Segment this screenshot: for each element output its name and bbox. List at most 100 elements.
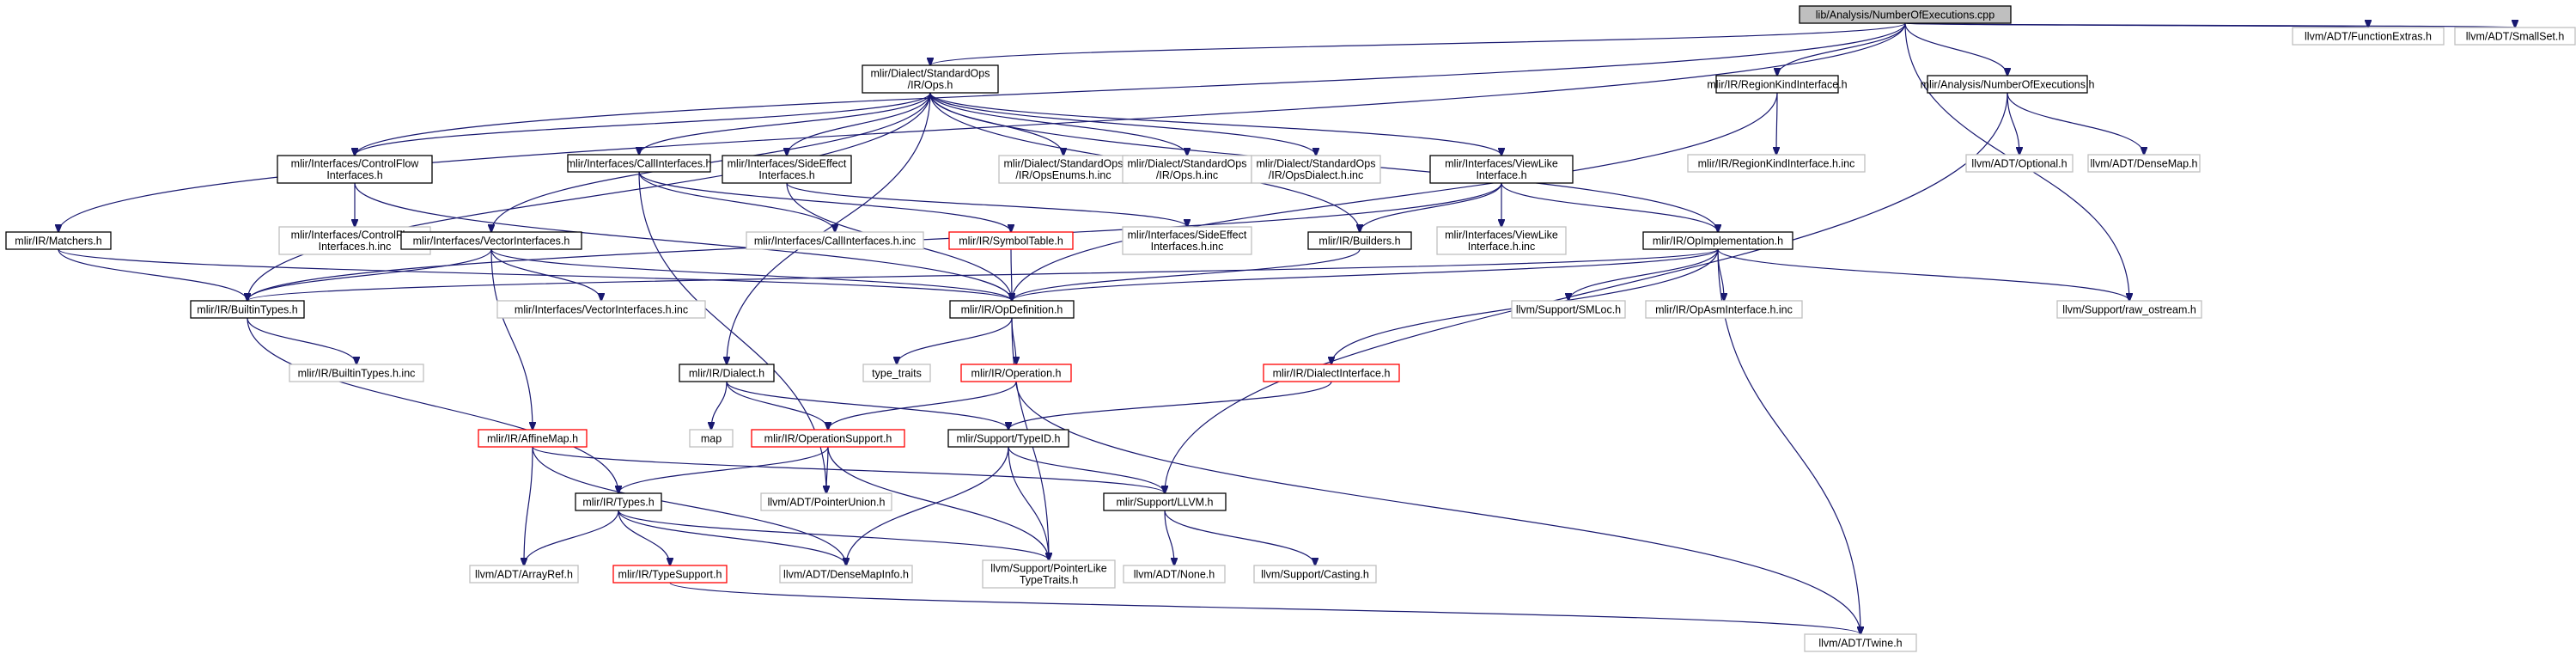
node-box [190,300,305,319]
edge-builders-to-opdef [1012,248,1361,301]
node-regionkindinc: mlir/IR/RegionKindInterface.h.inc [1687,154,1866,173]
node-box [949,300,1075,319]
node-opsdialect: mlir/Dialect/StandardOps/IR/OpsDialect.h… [1251,155,1381,184]
node-label: mlir/Dialect/StandardOps [1004,158,1124,170]
node-typesupport[interactable]: mlir/IR/TypeSupport.h [612,565,728,584]
node-opimpl[interactable]: mlir/IR/OpImplementation.h [1642,231,1793,250]
node-symboltable[interactable]: mlir/IR/SymbolTable.h [948,231,1074,250]
edge-ops-to-builtintypes [247,92,931,301]
edge-types-to-typesupport [618,510,670,565]
node-numexec[interactable]: mlir/Analysis/NumberOfExecutions.h [1921,75,2095,94]
node-densemap: llvm/ADT/DenseMap.h [2087,154,2201,173]
edge-arrow [2007,92,2019,155]
node-funcextras: llvm/ADT/FunctionExtras.h [2292,27,2445,46]
node-root[interactable]: lib/Analysis/NumberOfExecutions.cpp [1799,5,2012,24]
node-label: /IR/OpsDialect.h.inc [1269,169,1363,181]
node-typetraits: type_traits [862,364,931,382]
edge-operation-to-opsupport [828,381,1017,430]
node-box [1927,75,2088,94]
node-label: /IR/Ops.h [908,79,953,91]
edge-dialect-to-opsupport [726,381,828,430]
node-operation[interactable]: mlir/IR/Operation.h [960,364,1072,382]
node-twine: llvm/ADT/Twine.h [1804,633,1917,652]
edge-opimpl-to-twine [1717,248,1860,634]
edge-arrow [827,446,1049,560]
edge-arrow [490,248,533,430]
node-label: mlir/IR/OpImplementation.h [1653,235,1783,247]
node-box [1253,565,1377,584]
edge-arrow [1012,92,1778,301]
edge-builtintypes-to-types [247,317,618,493]
node-opdef[interactable]: mlir/IR/OpDefinition.h [949,300,1075,319]
node-seinc: mlir/Interfaces/SideEffectInterfaces.h.i… [1122,226,1252,255]
node-dialect[interactable]: mlir/IR/Dialect.h [679,364,775,382]
node-label: mlir/IR/RegionKindInterface.h.inc [1698,157,1855,169]
node-label: mlir/Support/LLVM.h [1116,496,1213,508]
node-regionkind[interactable]: mlir/IR/RegionKindInterface.h [1707,75,1848,94]
edge-arrow [711,381,728,430]
node-box [862,64,999,94]
node-box [1251,155,1381,184]
node-label: mlir/IR/AffineMap.h [487,432,578,444]
node-label: mlir/IR/OperationSupport.h [764,432,892,444]
edge-arrow [1904,22,2007,76]
node-box [1965,154,2074,173]
node-label: Interfaces.h.inc [319,241,392,253]
node-vectorif[interactable]: mlir/Interfaces/VectorInterfaces.h [400,231,582,250]
edge-sideeffect-to-seinc [786,182,1187,227]
node-label: mlir/Interfaces/CallInterfaces.h.inc [754,235,916,247]
edge-arrow [1568,248,1719,301]
node-smallset: llvm/ADT/SmallSet.h [2454,27,2576,46]
node-label: mlir/Dialect/StandardOps [1128,158,1247,170]
edge-arrow [618,510,846,565]
node-label: Interface.h [1476,169,1526,181]
edge-numexec-to-llvmh [1165,92,2008,493]
node-ops[interactable]: mlir/Dialect/StandardOps/IR/Ops.h [862,64,999,94]
node-label: llvm/ADT/FunctionExtras.h [2305,30,2432,42]
node-box [567,154,711,173]
node-llvmh[interactable]: mlir/Support/LLVM.h [1103,492,1227,511]
node-box [469,565,579,584]
node-box [2292,27,2445,46]
edge-arrow [618,510,1049,560]
node-label: mlir/Dialect/StandardOps [871,68,990,80]
node-label: llvm/Support/raw_ostream.h [2062,303,2196,315]
edge-vectorif-to-vecinc [490,248,601,301]
node-builtintypes[interactable]: mlir/IR/BuiltinTypes.h [190,300,305,319]
edge-arrow [669,582,1860,634]
node-affinemap[interactable]: mlir/IR/AffineMap.h [478,429,588,448]
node-label: mlir/IR/Types.h [582,496,654,508]
edge-arrow [618,446,829,493]
node-opasminc: mlir/IR/OpAsmInterface.h.inc [1645,300,1803,319]
edge-arrow [524,446,533,565]
edge-ops-to-sideeffect [787,92,931,156]
edge-arrow [639,92,931,155]
node-callif[interactable]: mlir/Interfaces/CallInterfaces.h [567,154,712,173]
edge-arrow [726,381,828,430]
node-box [679,364,775,382]
edge-arrow [1776,92,1777,155]
edge-affinemap-to-densemapinfo [532,446,846,565]
node-label: Interface.h.inc [1468,241,1536,253]
node-builders[interactable]: mlir/IR/Builders.h [1307,231,1412,250]
node-typeid[interactable]: mlir/Support/TypeID.h [947,429,1069,448]
node-box [1715,75,1839,94]
edge-arrow [490,248,601,301]
node-builtintypesinc: mlir/IR/BuiltinTypes.h.inc [289,364,424,382]
node-vecinc: mlir/Interfaces/VectorInterfaces.h.inc [496,300,706,319]
node-label: mlir/IR/OpDefinition.h [961,303,1063,315]
node-label: llvm/Support/Casting.h [1261,568,1369,580]
node-dialectif[interactable]: mlir/IR/DialectInterface.h [1263,364,1400,382]
node-opsupport[interactable]: mlir/IR/OperationSupport.h [751,429,905,448]
edge-dialectif-to-typeid [1008,381,1332,430]
node-box [2087,154,2201,173]
node-label: mlir/IR/RegionKindInterface.h [1707,78,1847,90]
node-label: mlir/IR/BuiltinTypes.h.inc [298,367,416,379]
node-matchers[interactable]: mlir/IR/Matchers.h [5,231,112,250]
edge-root-to-matchers [58,22,1906,232]
edge-arrow [247,92,931,301]
node-types[interactable]: mlir/IR/Types.h [575,492,662,511]
